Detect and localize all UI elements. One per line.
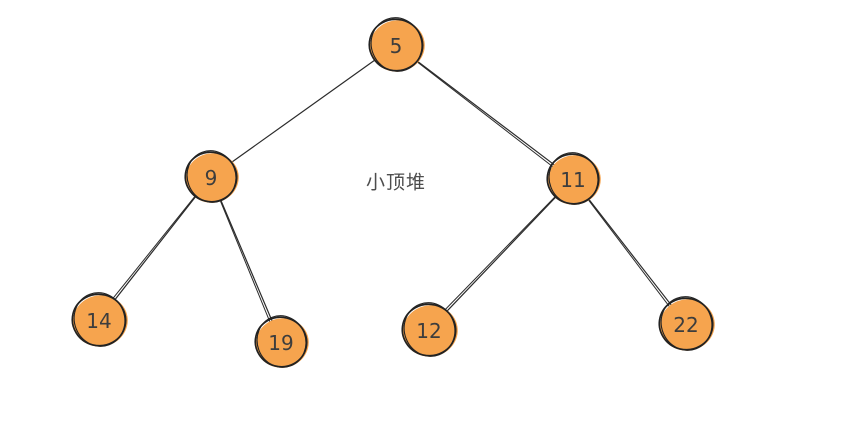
node-circle-stroke — [660, 296, 713, 351]
node-value: 5 — [390, 34, 403, 58]
node-circle-fill — [659, 299, 715, 351]
edge-n9-n19 — [219, 198, 274, 326]
tree-node-14: 14 — [71, 292, 128, 347]
edge-n11-n12 — [441, 195, 558, 316]
node-value: 12 — [416, 319, 441, 343]
edge-n11-n22 — [586, 197, 674, 310]
tree-node-5: 5 — [368, 17, 425, 72]
edge-stroke — [226, 58, 377, 166]
edge-n9-n14 — [109, 194, 197, 305]
edge-n5-n9 — [226, 58, 377, 166]
node-circle-stroke — [548, 152, 599, 205]
edge-stroke — [415, 60, 557, 170]
node-circle-stroke — [256, 315, 307, 368]
tree-node-9: 9 — [184, 150, 239, 203]
node-value: 11 — [560, 168, 585, 192]
node-circle-fill — [185, 153, 239, 203]
node-value: 9 — [205, 166, 218, 190]
node-circle-stroke — [370, 17, 423, 72]
tree-node-11: 11 — [546, 152, 601, 205]
edge-stroke — [219, 198, 272, 326]
edge-stroke — [587, 197, 674, 309]
edges-layer — [109, 58, 674, 326]
nodes-layer: 5 9 11 14 19 12 22 — [71, 17, 715, 368]
node-circle-fill — [255, 318, 309, 368]
node-circle-stroke — [186, 150, 237, 203]
node-circle-fill — [402, 305, 458, 357]
diagram-caption: 小顶堆 — [365, 171, 427, 194]
edge-stroke — [109, 194, 197, 303]
tree-node-22: 22 — [658, 296, 715, 351]
tree-node-19: 19 — [254, 315, 309, 368]
node-value: 19 — [268, 331, 293, 355]
edge-stroke — [586, 197, 672, 310]
edge-n5-n11 — [415, 59, 558, 170]
node-circle-stroke — [73, 292, 126, 347]
node-circle-fill — [547, 155, 601, 205]
edge-stroke — [441, 195, 557, 314]
node-value: 14 — [86, 309, 111, 333]
edge-stroke — [442, 195, 558, 316]
node-circle-fill — [72, 295, 128, 347]
node-circle-stroke — [403, 302, 456, 357]
tree-node-12: 12 — [401, 302, 458, 357]
edge-stroke — [219, 198, 274, 325]
node-value: 22 — [673, 313, 698, 337]
edge-stroke — [415, 59, 558, 168]
node-circle-fill — [369, 20, 425, 72]
edge-stroke — [111, 195, 197, 305]
